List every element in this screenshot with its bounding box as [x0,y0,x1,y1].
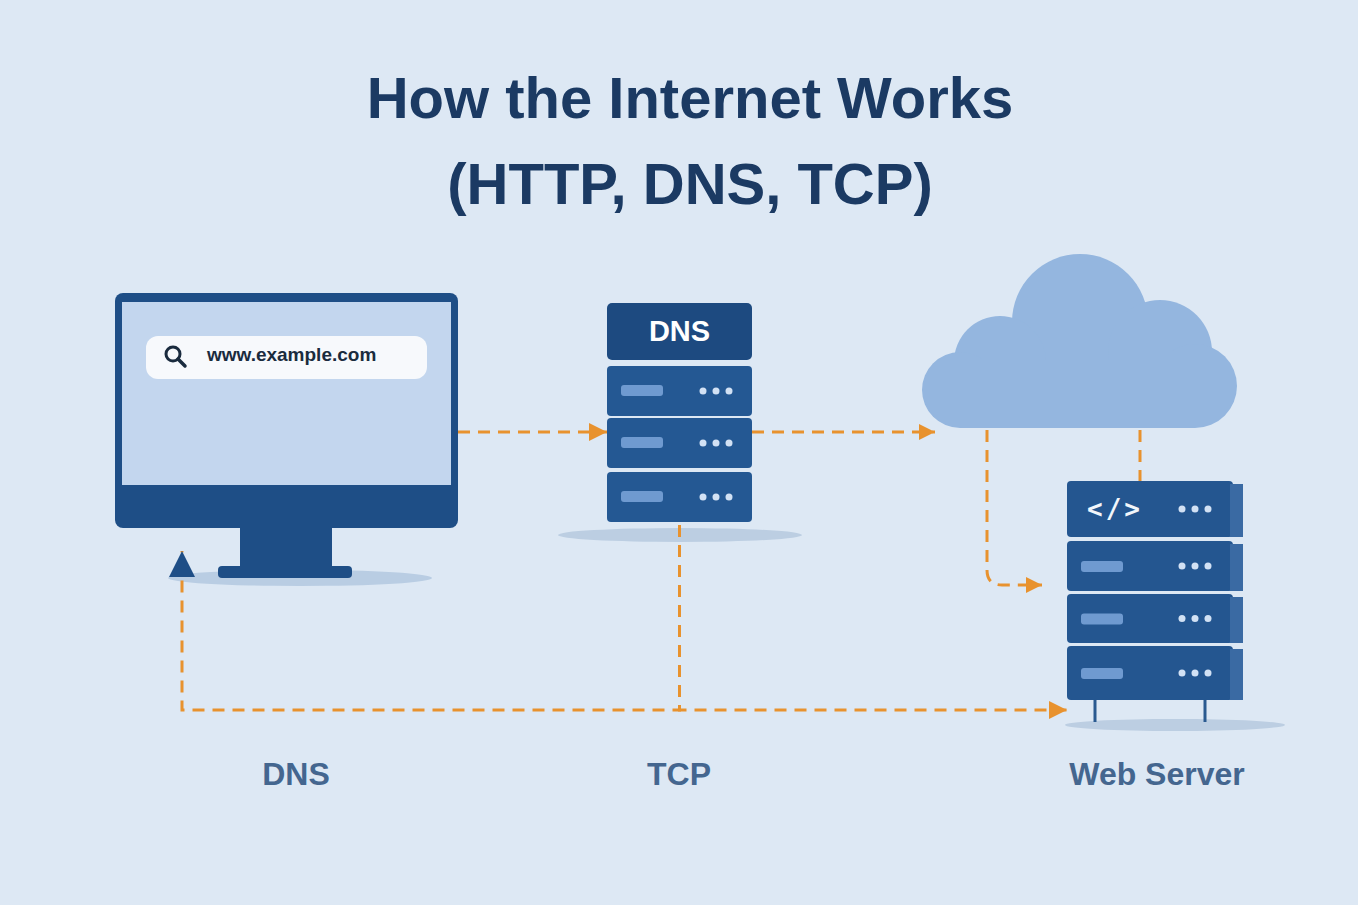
status-light [700,494,707,501]
server-unit [1067,646,1233,700]
drive-slot [621,491,663,502]
status-light [1205,563,1212,570]
status-light [1192,506,1199,513]
server-side [1230,649,1243,700]
status-light [1205,670,1212,677]
status-light [1179,670,1186,677]
server-cap [607,303,752,360]
status-light [1192,670,1199,677]
status-light [1179,615,1186,622]
url-text: www.example.com [207,340,422,370]
monitor-base [218,566,352,578]
server-unit [1067,541,1233,591]
status-light [1205,615,1212,622]
server-unit [607,418,752,468]
dashed-wire [752,431,935,434]
status-light [726,494,733,501]
drive-slot [1081,561,1123,572]
status-light [713,388,720,395]
section-label: Web Server [997,754,1317,794]
server-unit [1067,594,1233,643]
client-computer: www.example.com [115,293,458,551]
monitor-screen [122,302,451,485]
status-light [1192,615,1199,622]
drive-slot [1081,668,1123,679]
server-side [1230,597,1243,643]
status-light [1179,563,1186,570]
search-bar [146,336,427,379]
server-side [1230,544,1243,591]
server-shadow [1065,719,1285,731]
status-light [700,388,707,395]
drive-slot [621,385,663,396]
web-server: </> [1067,481,1243,722]
tcp-arrow [680,525,1068,710]
status-light [726,388,733,395]
server-title: DNS [607,303,752,360]
server-unit [1067,481,1233,537]
status-light [1179,506,1186,513]
server-leg [1094,700,1097,722]
server-side [1230,484,1243,537]
drive-slot [621,437,663,448]
diagram-title: How the Internet Works (HTTP, DNS, TCP) [290,55,1090,227]
status-light [1192,563,1199,570]
status-light [713,494,720,501]
monitor-neck [240,526,332,568]
dashed-wire [1139,430,1142,481]
status-light [1205,506,1212,513]
response-arrow [182,525,680,710]
dashed-wire [987,430,1042,585]
section-label: DNS [176,754,416,794]
status-light [713,440,720,447]
cloud-symbol [922,254,1237,428]
node-shape [115,293,458,551]
server-shadow [558,528,802,542]
drive-slot [1081,614,1123,625]
code-symbol: </> [1087,491,1167,527]
section-label: TCP [559,754,799,794]
dns-server: DNS [607,303,752,525]
cloud-body [960,360,1195,428]
server-unit [607,472,752,522]
search-icon [178,359,185,366]
monitor-frame [115,293,458,528]
status-light [726,440,733,447]
server-unit [607,366,752,416]
request-arrow [458,431,607,434]
status-light [700,440,707,447]
server-leg [1204,700,1207,722]
